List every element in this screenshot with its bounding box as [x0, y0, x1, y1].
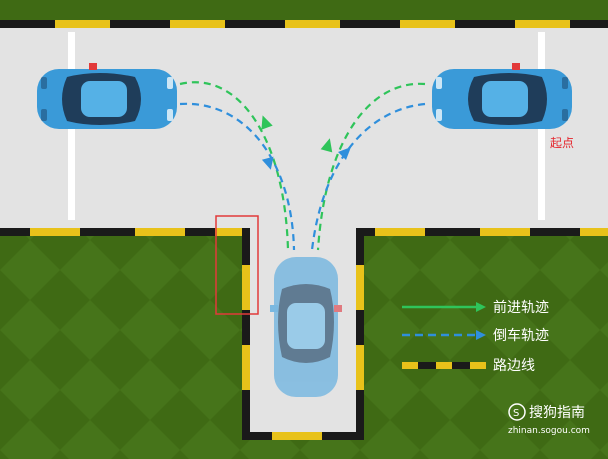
forward-track-right — [316, 82, 426, 251]
top-grass-strip — [0, 0, 608, 22]
forward-arrow-left — [261, 115, 273, 130]
bay-bottom-curb — [242, 432, 364, 440]
right-bottom-curb — [356, 228, 608, 236]
legend-forward-label: 前进轨迹 — [493, 299, 549, 316]
bay-right-curb — [356, 228, 364, 438]
parked-car — [274, 257, 338, 397]
left-car — [37, 63, 177, 129]
reverse-arrow-right — [338, 147, 351, 160]
parked-car-mirror — [334, 305, 342, 312]
legend-forward-arrow — [476, 302, 486, 312]
watermark: S 搜狗指南 zhinan.sogou.com — [508, 403, 590, 436]
legend-reverse-label: 倒车轨迹 — [493, 327, 549, 344]
legend-curb-label: 路边线 — [493, 358, 535, 374]
forward-arrow-right — [320, 138, 333, 153]
sogou-logo-glyph: S — [513, 408, 519, 419]
legend-curb-swatch — [402, 362, 486, 369]
start-label: 起点 — [550, 136, 574, 150]
watermark-url: zhinan.sogou.com — [508, 426, 590, 436]
legend: 前进轨迹 倒车轨迹 路边线 — [402, 299, 549, 374]
highlight-box — [215, 215, 259, 315]
bay-left-curb — [242, 228, 250, 438]
watermark-brand: 搜狗指南 — [529, 405, 585, 421]
legend-reverse-arrow — [476, 330, 486, 340]
reverse-arrow-left — [261, 156, 274, 170]
sogou-logo-icon — [508, 403, 526, 421]
top-curb — [0, 20, 608, 28]
start-car — [432, 63, 572, 129]
parked-car-mirror-left — [270, 305, 278, 312]
left-bottom-curb — [0, 228, 250, 236]
main-road — [0, 28, 608, 230]
forward-track-left — [179, 81, 290, 251]
